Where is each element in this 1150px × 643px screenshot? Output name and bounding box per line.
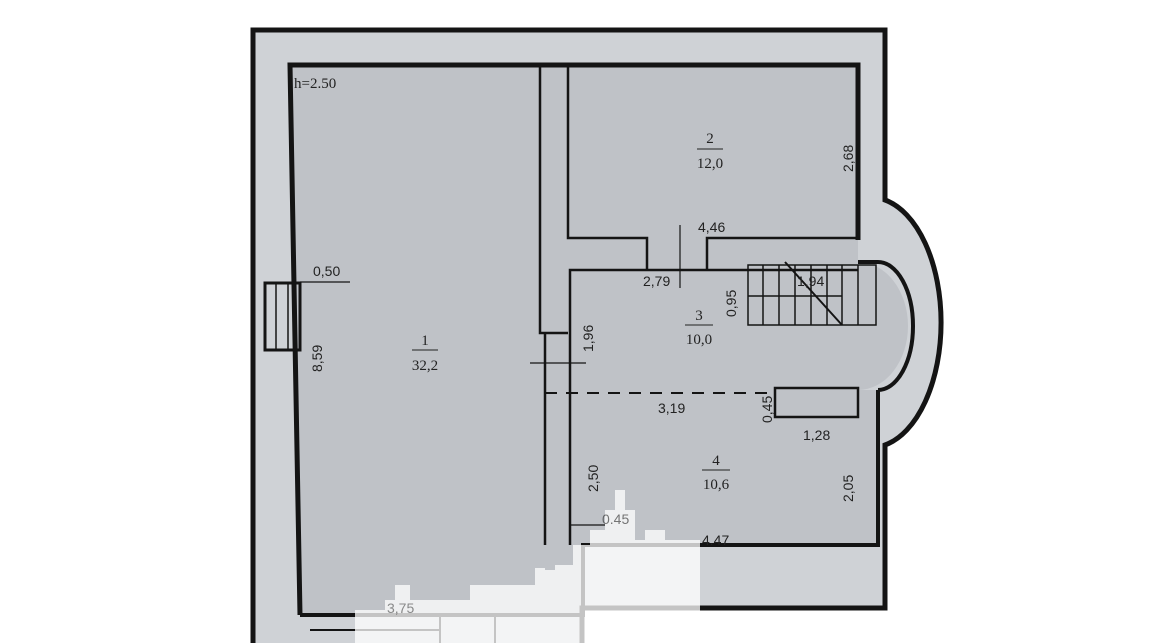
room-area: 12,0 (697, 156, 723, 172)
room-1-label: 1 32,2 (412, 333, 438, 374)
floor-fill (290, 65, 908, 615)
room-area: 10,6 (703, 477, 730, 493)
dim-room4-bottom: 4.47 (702, 532, 729, 548)
dim-room1-bottom: 3,75 (387, 600, 414, 616)
dim-room3-top: 2,79 (643, 273, 670, 289)
outside-area (585, 611, 1150, 643)
bay-inner-wall (858, 260, 915, 392)
room-number: 3 (695, 308, 703, 324)
room-2-label: 2 12,0 (697, 131, 723, 172)
dim-room4-right: 2,05 (840, 475, 856, 502)
dim-room2-height: 2,68 (840, 145, 856, 172)
dim-room3-bottom: 3,19 (658, 400, 685, 416)
room-area: 10,0 (686, 332, 712, 348)
dimension-lines (300, 225, 681, 526)
dim-closet-width: 1,28 (803, 427, 830, 443)
dim-room3-notch: 0,95 (723, 290, 739, 317)
room-number: 2 (706, 131, 714, 147)
dim-closet-height: 0,45 (759, 396, 775, 423)
inner-wall (287, 62, 861, 616)
closet (773, 386, 860, 419)
dim-corridor-width: 4,46 (698, 219, 725, 235)
left-entrance-steps (263, 281, 302, 352)
dim-room4-left: 2,50 (585, 465, 601, 492)
dim-room3-side: 1,96 (580, 325, 596, 352)
staircase (747, 261, 877, 326)
corridor-wall (538, 65, 858, 545)
watermark (355, 490, 700, 643)
room-number: 1 (421, 333, 429, 349)
dim-room1-height: 8,59 (309, 345, 325, 372)
room-number: 4 (712, 453, 720, 469)
outer-wall (250, 27, 944, 643)
room3-wall (568, 268, 858, 545)
room-area: 32,2 (412, 358, 438, 374)
room-4-label: 4 10,6 (702, 453, 730, 493)
dim-stair: 1,94 (797, 273, 824, 289)
room-3-label: 3 10,0 (685, 308, 713, 348)
dim-wall-left: 0,50 (313, 263, 340, 279)
ceiling-height-label: h=2.50 (294, 76, 336, 92)
dim-room4-notch: 0.45 (602, 511, 629, 527)
